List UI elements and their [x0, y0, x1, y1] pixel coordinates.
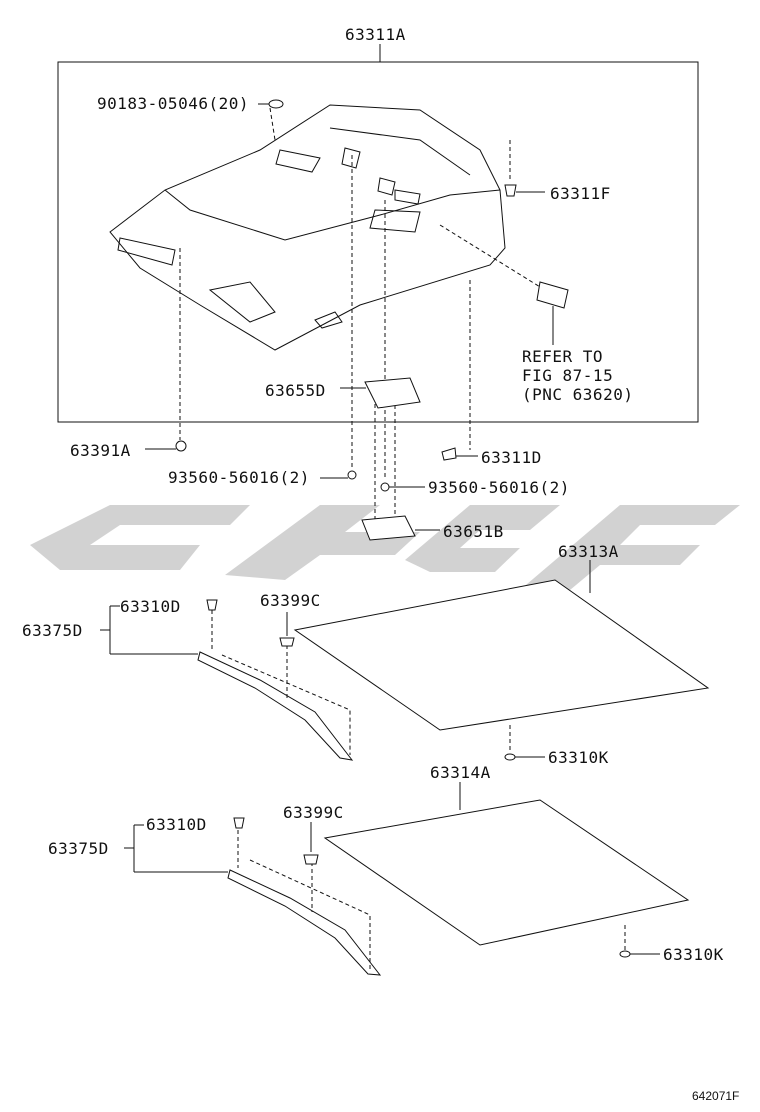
- watermark-logo: [30, 505, 740, 590]
- label-panel-1-bracket: 63375D: [22, 621, 83, 640]
- plate-part: [361, 515, 416, 541]
- label-panel-2-clip-k: 63310K: [663, 945, 724, 964]
- label-clip-right: 63311F: [550, 184, 611, 203]
- label-panel-2-bracket: 63375D: [48, 839, 109, 858]
- headlining-part: [109, 104, 506, 351]
- roof-panel-upper: [293, 579, 710, 731]
- label-panel-1: 63313A: [558, 542, 619, 561]
- bracket-lower: [227, 869, 382, 976]
- label-screw-1: 93560-56016(2): [168, 468, 310, 487]
- label-panel-2: 63314A: [430, 763, 491, 782]
- label-panel-2-clip-c: 63399C: [283, 803, 344, 822]
- roof-panel-lower: [323, 799, 690, 946]
- label-pad: 63655D: [265, 381, 326, 400]
- label-panel-1-clip-c: 63399C: [260, 591, 321, 610]
- bracket-upper: [197, 651, 354, 761]
- pad-part: [364, 377, 421, 409]
- label-panel-1-clip-k: 63310K: [548, 748, 609, 767]
- label-clip-lower: 63311D: [481, 448, 542, 467]
- label-refer-1: REFER TO: [522, 347, 603, 366]
- label-figure-id: 642071F: [692, 1089, 739, 1103]
- headlining-group-box: [57, 61, 699, 423]
- label-panel-2-clip-d: 63310D: [146, 815, 207, 834]
- label-clip-left: 63391A: [70, 441, 131, 460]
- label-panel-1-clip-d: 63310D: [120, 597, 181, 616]
- label-plate: 63651B: [443, 522, 504, 541]
- label-refer-2: FIG 87-15: [522, 366, 613, 385]
- label-headlining: 63311A: [345, 25, 406, 44]
- label-clip-top: 90183-05046(20): [97, 94, 249, 113]
- label-screw-2: 93560-56016(2): [428, 478, 570, 497]
- label-refer-3: (PNC 63620): [522, 385, 633, 404]
